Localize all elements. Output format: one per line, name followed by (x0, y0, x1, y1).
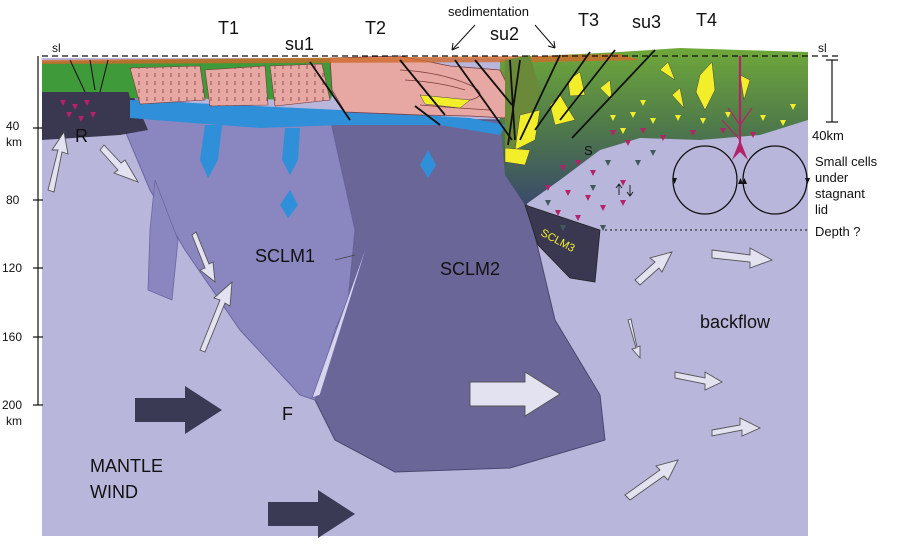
label-sclm2: SCLM2 (440, 259, 500, 279)
label-t3: T3 (578, 10, 599, 30)
t1-crust-blocks (129, 63, 331, 107)
label-su3: su3 (632, 12, 661, 32)
surface-sediment (42, 54, 640, 64)
left-depth-axis (33, 56, 43, 406)
axis-tick-40-unit: km (6, 135, 22, 149)
marker-f: F (282, 404, 293, 424)
yellow-fragments (610, 100, 796, 134)
label-small-cells-3: stagnant (815, 186, 865, 201)
right-depth-scale (826, 59, 838, 123)
label-small-cells-4: lid (815, 202, 828, 217)
label-small-cells-2: under (815, 170, 849, 185)
sedimentation-arrows (451, 24, 556, 51)
axis-tick-120: 120 (2, 261, 22, 275)
left-slab (147, 179, 179, 301)
slice-f (311, 229, 373, 399)
sclm3-block (524, 204, 601, 283)
label-t1: T1 (218, 18, 239, 38)
label-depth-question: Depth ? (815, 224, 861, 239)
suture-lines (309, 49, 656, 146)
hollow-flow-arrows (47, 130, 774, 501)
label-sl-right: sl (818, 41, 827, 55)
melt-fragments (60, 100, 756, 221)
label-mantle-wind-2: WIND (90, 482, 138, 502)
left-fault-lines (69, 59, 109, 93)
f-pointer (334, 254, 356, 261)
axis-tick-200-unit: km (6, 414, 22, 428)
label-t4: T4 (696, 10, 717, 30)
label-mantle-wind-1: MANTLE (90, 456, 163, 476)
marker-s: S (584, 143, 593, 158)
plume-head (732, 140, 748, 160)
axis-tick-200: 200 (2, 398, 22, 412)
axis-tick-80: 80 (6, 193, 20, 207)
label-small-cells-1: Small cells (815, 154, 878, 169)
label-backflow: backflow (700, 312, 771, 332)
label-su2: su2 (490, 24, 519, 44)
grey-fragments (545, 150, 656, 231)
label-sedimentation: sedimentation (448, 4, 529, 19)
marker-r: R (75, 126, 88, 146)
label-right-scale: 40km (812, 128, 844, 143)
melt-drop-2 (420, 150, 436, 178)
melt-drip-2 (282, 128, 300, 175)
label-su1: su1 (285, 34, 314, 54)
small-vertical-arrows (615, 183, 634, 197)
melt-drop-1 (280, 190, 298, 218)
axis-tick-40: 40 (6, 119, 20, 133)
melt-drip-1 (200, 125, 222, 178)
label-sclm1: SCLM1 (255, 246, 315, 266)
plume-roots (721, 107, 753, 141)
mantle-wind-arrows (135, 386, 355, 538)
cell-arrowheads (672, 178, 810, 184)
label-t2: T2 (365, 18, 386, 38)
axis-tick-160: 160 (2, 330, 22, 344)
label-sl-left: sl (52, 41, 61, 55)
melt-layer (130, 100, 505, 135)
